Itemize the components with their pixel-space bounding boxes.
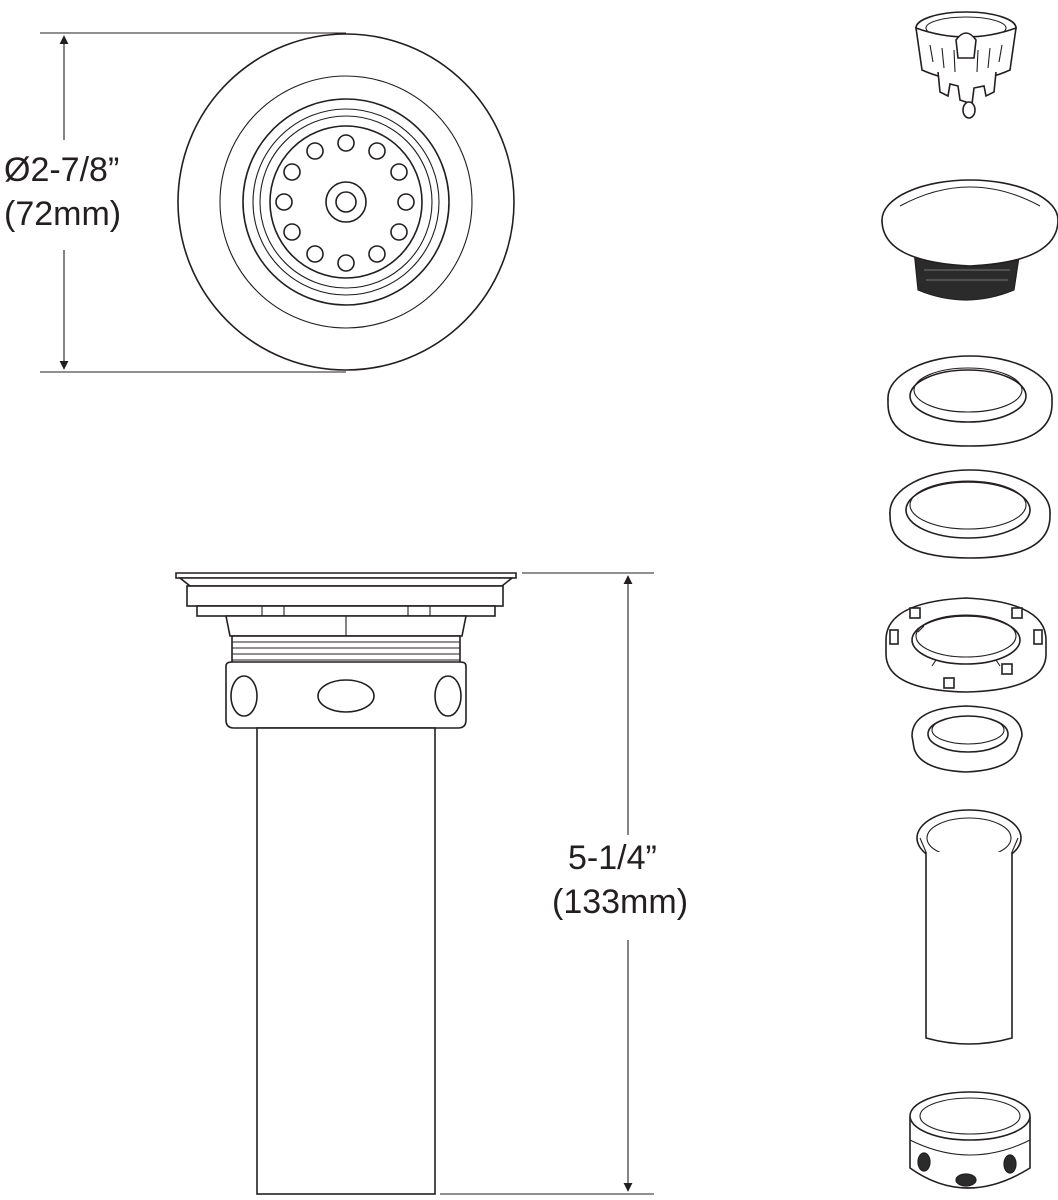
washer-icon [889, 469, 1051, 559]
height-dimension [440, 572, 654, 1195]
top-view-drain [177, 33, 515, 371]
coupling-nut-icon [909, 1091, 1031, 1189]
drain-holes [275, 134, 415, 272]
diameter-metric-label: (72mm) [4, 195, 122, 233]
side-view-drain [175, 572, 517, 1195]
height-label: 5-1/4” [568, 839, 657, 877]
basket-strainer-icon [915, 11, 1017, 119]
tailpiece-icon [916, 809, 1022, 1045]
diameter-label: Ø2-7/8” [4, 151, 120, 189]
gasket-icon [887, 355, 1053, 447]
stopper-cap-icon [881, 179, 1058, 301]
diameter-dimension [40, 32, 346, 373]
slip-washer-icon [911, 705, 1023, 773]
height-metric-label: (133mm) [552, 883, 689, 921]
lock-nut-icon [885, 597, 1047, 693]
